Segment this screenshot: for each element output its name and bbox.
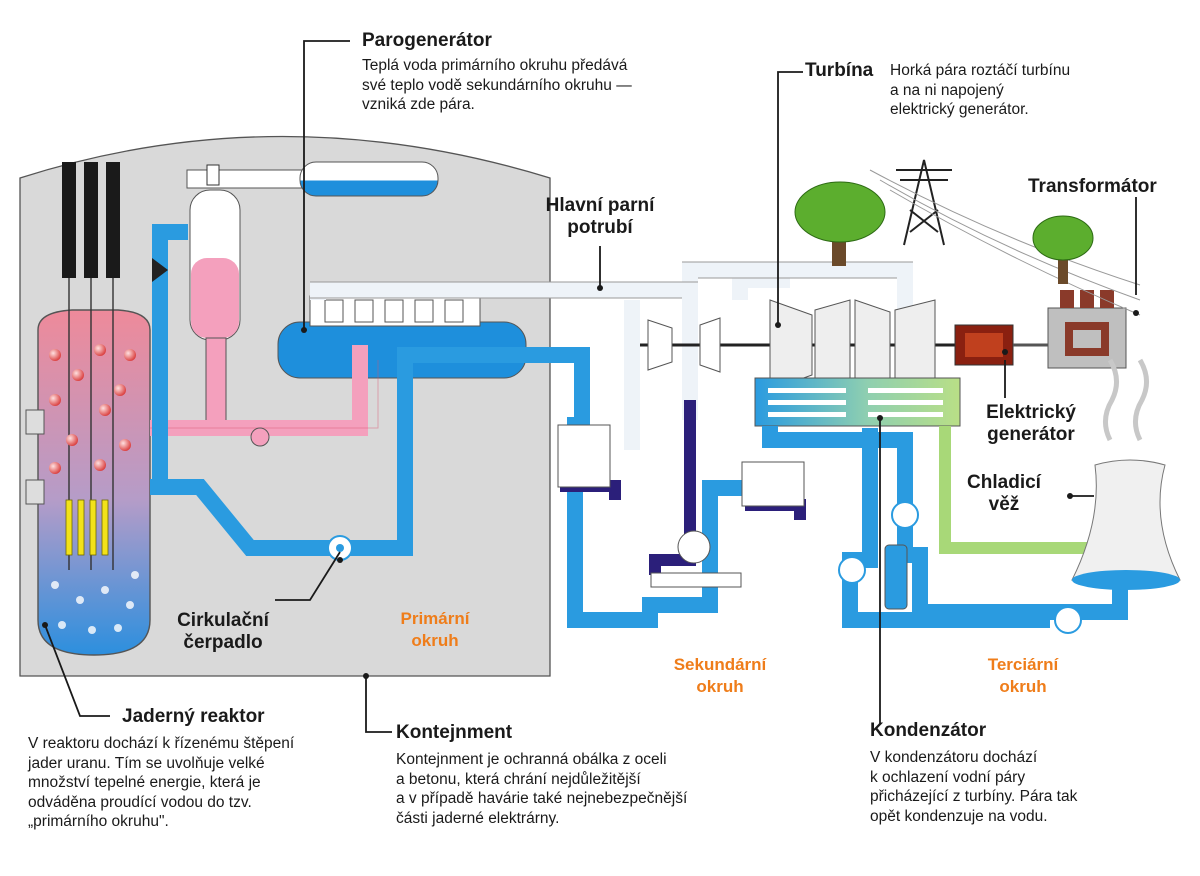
electric-generator-shape xyxy=(954,324,1014,366)
turbine xyxy=(640,299,1010,391)
leader-dots xyxy=(42,285,1139,679)
leader-lines xyxy=(44,40,1137,733)
transformer-label: Transformátor xyxy=(1028,176,1157,197)
containment-desc: Kontejnment je ochranná obálka z oceli a… xyxy=(396,751,688,827)
tertiary-pumps xyxy=(838,501,1082,634)
turbine-desc: Horká pára roztáčí turbínu a na ni napoj… xyxy=(890,62,1071,118)
steam-generator-title: Parogenerátor xyxy=(362,30,492,51)
tertiary-circuit-label: Terciární okruh xyxy=(987,655,1059,696)
cool-particles xyxy=(51,571,139,634)
electric-generator-label: Elektrický generátor xyxy=(986,402,1076,445)
turbine-title: Turbína xyxy=(805,60,874,81)
fuel-rods xyxy=(65,499,109,556)
main-steam-pipe xyxy=(310,262,913,450)
containment-title: Kontejnment xyxy=(396,722,513,743)
tree-left xyxy=(794,181,886,266)
cooling-tower-label: Chladicí věž xyxy=(967,472,1041,515)
control-rods xyxy=(62,162,120,278)
deaerator xyxy=(677,530,711,564)
transformer-shape xyxy=(1047,290,1127,369)
secondary-dark-pipe-3 xyxy=(745,499,806,520)
pressurizer xyxy=(186,164,318,429)
circulation-pump xyxy=(327,535,353,561)
reactor-desc: V reaktoru dochází k řízenému štěpení ja… xyxy=(28,735,295,830)
feedwater-tank xyxy=(650,572,742,588)
reactor-title: Jaderný reaktor xyxy=(122,706,265,727)
power-pylon xyxy=(896,159,952,246)
power-lines xyxy=(869,169,1141,316)
cooling-tower-shape xyxy=(1071,358,1181,590)
reactor-vessel xyxy=(25,278,151,656)
tree-right xyxy=(1032,215,1094,284)
condenser-desc: V kondenzátoru dochází k ochlazení vodní… xyxy=(870,749,1078,825)
secondary-circuit-label: Sekundární okruh xyxy=(673,655,767,696)
main-steam-pipe-outline xyxy=(310,261,913,299)
valve-icon xyxy=(152,258,168,282)
condenser-title: Kondenzátor xyxy=(870,720,987,741)
hot-particles xyxy=(49,344,136,474)
main-steam-pipe-label: Hlavní parní potrubí xyxy=(545,195,655,238)
preheaters xyxy=(557,424,805,507)
primary-hot-leg xyxy=(150,345,379,436)
secondary-dark-pipe-2 xyxy=(649,400,696,575)
circulation-pump-label: Cirkulační čerpadlo xyxy=(177,610,269,653)
condenser xyxy=(754,377,961,427)
primary-circuit-label: Primární okruh xyxy=(400,609,470,650)
steam-generator-desc: Teplá voda primárního okruhu předává své… xyxy=(362,57,632,113)
tertiary-filter xyxy=(884,544,908,610)
pressurizer-connection xyxy=(250,427,270,447)
